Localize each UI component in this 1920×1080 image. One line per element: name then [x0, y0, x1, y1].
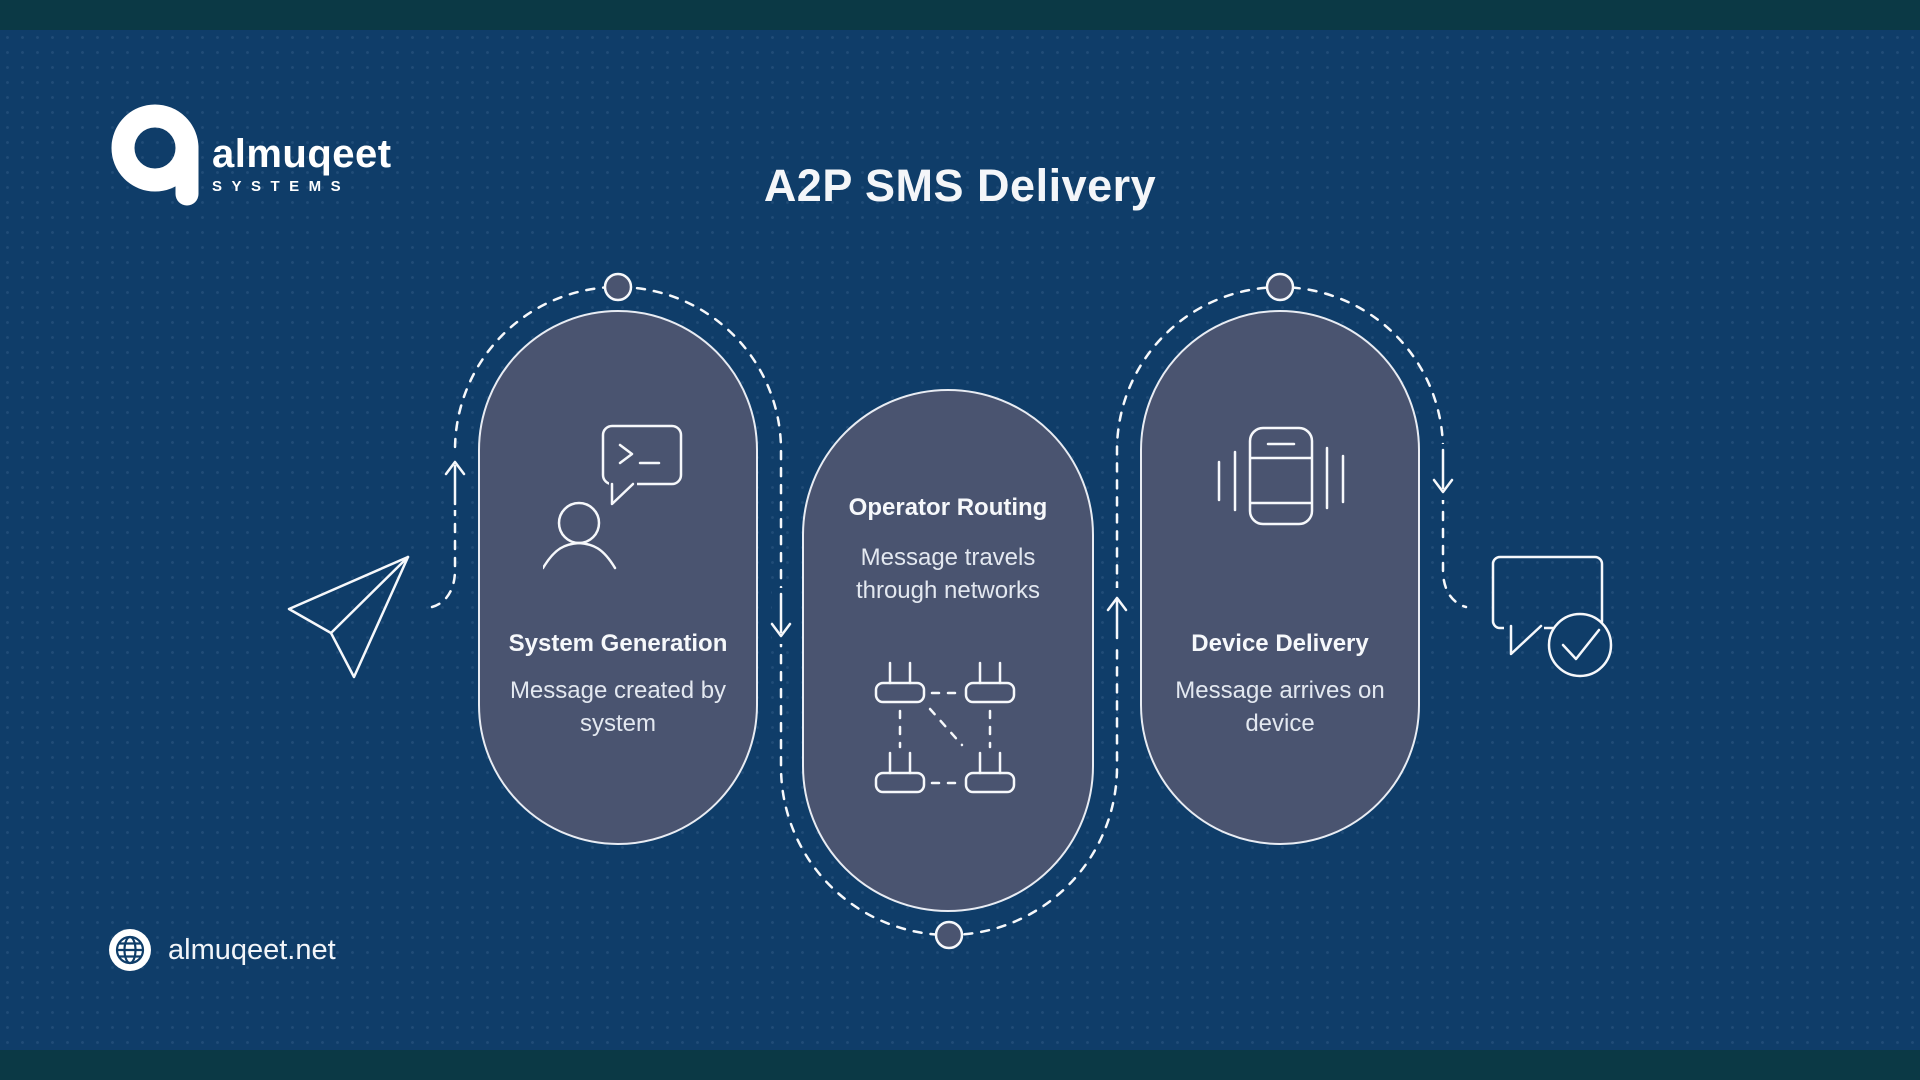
- stage-description: Message travels through networks: [855, 544, 1041, 604]
- stage-description: Message arrives on device: [1175, 677, 1385, 737]
- flow-arrow-up-1: [444, 460, 466, 506]
- footer: almuqeet.net: [108, 928, 336, 972]
- page-title: A2P SMS Delivery: [763, 160, 1157, 211]
- bottom-edge-bar: [0, 1050, 1920, 1080]
- paper-plane-icon: [287, 555, 410, 679]
- flow-arrow-up-2: [1106, 596, 1128, 640]
- stage-title: Device Delivery: [1191, 630, 1369, 657]
- brand-name: almuqeet: [212, 132, 392, 176]
- stage-card-device-delivery: Device Delivery Message arrives on devic…: [1140, 310, 1420, 845]
- network-routers-icon: [874, 661, 1016, 794]
- stage-card-system-generation: System Generation Message created by sys…: [478, 310, 758, 845]
- stage-title: System Generation: [508, 630, 728, 657]
- person-terminal-chat-icon: [543, 424, 683, 570]
- stage-card-operator-routing: Operator Routing Message travels through…: [802, 389, 1094, 912]
- brand-logo: almuqeet SYSTEMS: [108, 96, 392, 214]
- message-delivered-check-icon: [1491, 555, 1613, 678]
- website-url: almuqeet.net: [168, 933, 336, 966]
- almuqeet-a-icon: [111, 104, 199, 206]
- flow-arrow-down-2: [1432, 448, 1454, 494]
- stage-description: Message created by system: [509, 677, 727, 737]
- flow-node-3: [1265, 272, 1295, 302]
- flow-node-1: [603, 272, 633, 302]
- flow-arrow-down-1: [770, 592, 792, 638]
- vibrating-phone-icon: [1217, 426, 1345, 526]
- top-edge-bar: [0, 0, 1920, 30]
- brand-tagline: SYSTEMS: [212, 178, 351, 195]
- flow-node-2: [934, 920, 964, 950]
- globe-icon: [109, 929, 151, 971]
- stage-title: Operator Routing: [848, 494, 1048, 521]
